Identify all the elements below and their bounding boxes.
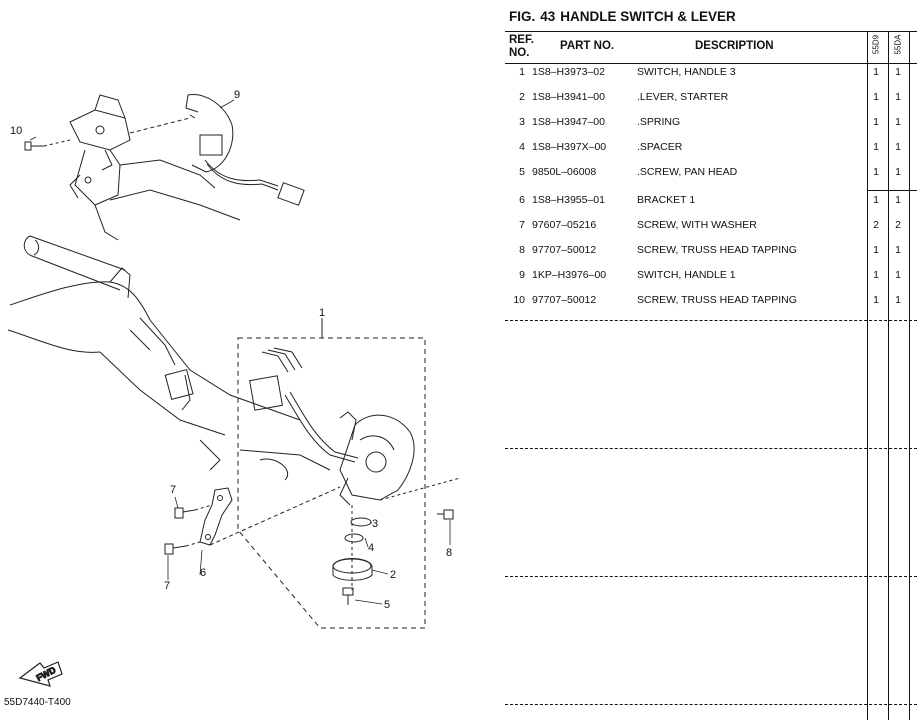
description-header: DESCRIPTION [695,40,774,52]
callout-10: 10 [10,125,22,137]
fwd-arrow-icon: FWD [18,661,63,687]
callout-4: 4 [368,542,374,554]
callout-7-top: 7 [170,484,176,496]
callout-9: 9 [234,89,240,101]
svg-text:FWD: FWD [35,664,58,683]
bracket-6-drawing [164,486,341,555]
diagram-code: 55D7440-T400 [4,697,71,708]
upper-switch-assembly [69,94,241,241]
handlebar-drawing [7,235,301,471]
item-1-group-box [237,318,426,629]
screw-10-drawing [24,139,71,151]
ref-no-header: REF.NO. [509,34,534,59]
callout-6: 6 [200,567,206,579]
model-55d9-header: 55D9 [871,34,881,55]
callout-3: 3 [372,518,378,530]
screw-8-drawing [437,509,454,520]
lever-stack-drawing [332,505,373,605]
callout-7-bottom: 7 [164,580,170,592]
callout-8: 8 [446,547,452,559]
callout-1: 1 [319,307,325,319]
part-no-header: PART NO. [560,40,615,52]
handle-switch-3-drawing [239,347,461,506]
callout-5: 5 [384,599,390,611]
handle-switch-1-drawing [185,94,305,206]
callout-2: 2 [390,569,396,581]
exploded-diagram: FWD 1 2 3 4 5 6 7 7 8 9 10 55D7440-T400 [4,89,461,708]
model-55da-header: 55DA [893,34,903,55]
